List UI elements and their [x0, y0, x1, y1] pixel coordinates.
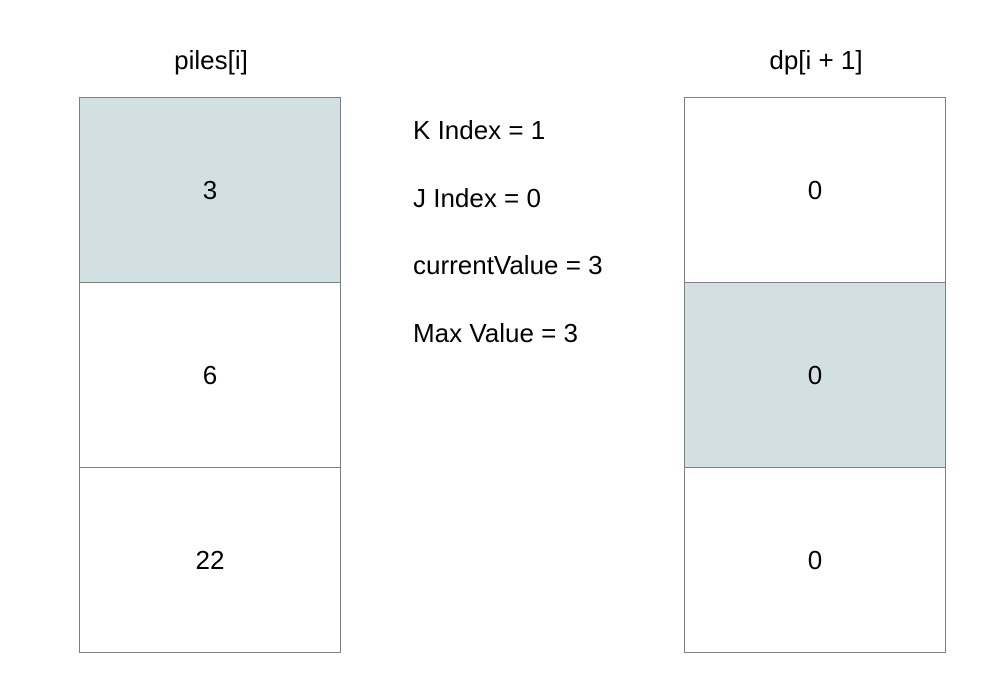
j-index-label: J Index = 0: [413, 182, 541, 213]
dp-cell-value: 0: [807, 174, 823, 205]
dp-cell-1: 0: [685, 283, 945, 468]
piles-cell-value: 3: [202, 174, 218, 205]
dp-cell-value: 0: [807, 359, 823, 390]
piles-cell-1: 6: [80, 283, 340, 468]
k-index-label: K Index = 1: [413, 115, 546, 145]
current-value-label: currentValue = 3: [413, 250, 603, 280]
dp-cell-0: 0: [685, 98, 945, 283]
piles-array: 3 6 22: [79, 97, 341, 653]
piles-cell-2: 22: [80, 468, 340, 653]
max-value-label: Max Value = 3: [413, 317, 579, 348]
piles-title: piles[i]: [174, 45, 248, 75]
info-panel: K Index = 1 J Index = 0 currentValue = 3…: [413, 108, 603, 378]
piles-cell-0: 3: [80, 98, 340, 283]
dp-cell-value: 0: [807, 544, 823, 575]
dp-array: 0 0 0: [684, 97, 946, 653]
piles-cell-value: 22: [195, 544, 225, 575]
piles-cell-value: 6: [202, 359, 218, 390]
dp-cell-2: 0: [685, 468, 945, 653]
dp-title: dp[i + 1]: [769, 45, 863, 75]
